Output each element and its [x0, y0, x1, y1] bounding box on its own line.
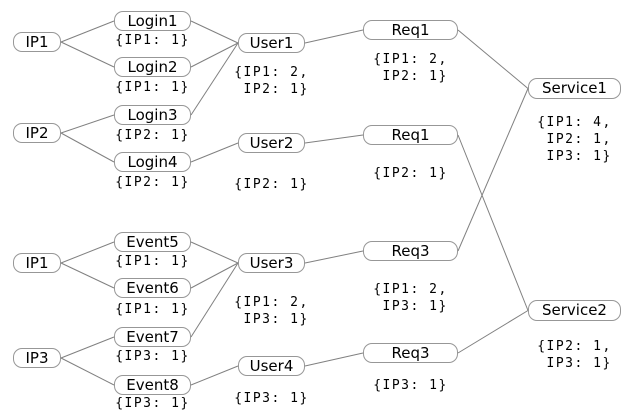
edge-ip1a-login2 — [60, 41, 115, 68]
edge-req1b-service2 — [457, 134, 529, 311]
node-label: Login1 — [127, 11, 178, 30]
node-annotation-req3b: {IP3: 1} — [373, 378, 448, 393]
edge-ip1b-event6 — [60, 262, 115, 289]
node-event5: Event5 — [114, 232, 191, 252]
node-annotation-event8: {IP3: 1} — [115, 396, 190, 411]
node-label: Event6 — [126, 278, 179, 297]
node-annotation-login2: {IP1: 1} — [115, 80, 190, 95]
node-label: Event8 — [126, 375, 179, 394]
edge-user4-req3b — [304, 352, 364, 367]
node-label: Event5 — [126, 232, 179, 251]
node-ip1a: IP1 — [13, 32, 61, 52]
edge-login2-user1 — [190, 42, 239, 68]
node-event6: Event6 — [114, 278, 191, 298]
node-label: Service2 — [542, 301, 607, 319]
node-req3b: Req3 — [363, 343, 458, 363]
node-login4: Login4 — [114, 152, 191, 172]
node-ip3: IP3 — [13, 348, 61, 368]
node-annotation-login4: {IP2: 1} — [115, 175, 190, 190]
node-login2: Login2 — [114, 57, 191, 77]
node-label: Login2 — [127, 57, 178, 76]
edge-req1a-service1 — [457, 29, 529, 89]
edge-login1-user1 — [190, 20, 239, 44]
edge-login3-user1 — [190, 42, 239, 116]
edge-login4-user2 — [190, 142, 239, 163]
node-label: User4 — [249, 356, 294, 375]
node-label: IP2 — [25, 123, 49, 142]
node-user2: User2 — [238, 133, 305, 153]
node-login3: Login3 — [114, 105, 191, 125]
edge-ip2-login4 — [60, 132, 115, 163]
node-label: Login3 — [127, 105, 178, 124]
node-annotation-login3: {IP2: 1} — [115, 128, 190, 143]
node-annotation-event6: {IP1: 1} — [115, 302, 190, 317]
node-label: IP3 — [25, 348, 49, 367]
node-user4: User4 — [238, 356, 305, 376]
node-annotation-event5: {IP1: 1} — [115, 254, 190, 269]
edge-user1-req1a — [304, 29, 364, 44]
node-label: Login4 — [127, 152, 178, 171]
node-annotation-user3: {IP1: 2, IP3: 1} — [234, 295, 309, 327]
node-annotation-service2: {IP2: 1, IP3: 1} — [537, 339, 612, 371]
node-ip2: IP2 — [13, 123, 61, 143]
node-login1: Login1 — [114, 11, 191, 31]
edge-ip3-event7 — [60, 336, 115, 359]
node-label: User1 — [249, 33, 294, 52]
edge-user2-req1b — [304, 134, 364, 144]
node-annotation-user4: {IP3: 1} — [234, 391, 309, 406]
node-label: Req1 — [391, 125, 430, 144]
node-req3a: Req3 — [363, 241, 458, 261]
node-user1: User1 — [238, 33, 305, 53]
node-ip1b: IP1 — [13, 253, 61, 273]
edge-ip2-login3 — [60, 114, 115, 134]
node-annotation-event7: {IP3: 1} — [115, 349, 190, 364]
edge-req3a-service1 — [457, 88, 529, 252]
node-label: User2 — [249, 133, 294, 152]
node-user3: User3 — [238, 253, 305, 273]
node-req1a: Req1 — [363, 20, 458, 40]
node-label: Event7 — [126, 327, 179, 346]
node-annotation-user1: {IP1: 2, IP2: 1} — [234, 65, 309, 97]
node-annotation-user2: {IP2: 1} — [234, 177, 309, 192]
node-event7: Event7 — [114, 327, 191, 347]
node-annotation-req1a: {IP1: 2, IP2: 1} — [373, 52, 448, 84]
edge-event6-user3 — [190, 262, 239, 289]
node-label: Service1 — [542, 79, 607, 97]
node-label: Req3 — [391, 241, 430, 260]
node-event8: Event8 — [114, 375, 191, 395]
node-label: IP1 — [25, 253, 49, 272]
node-annotation-service1: {IP1: 4, IP2: 1, IP3: 1} — [537, 115, 612, 164]
edge-ip1a-login1 — [60, 20, 115, 43]
node-service1: Service1 — [528, 78, 621, 99]
node-service2: Service2 — [528, 300, 621, 321]
edge-ip1b-event5 — [60, 241, 115, 264]
edge-req3b-service2 — [457, 310, 529, 354]
node-annotation-req3a: {IP1: 2, IP3: 1} — [373, 282, 448, 314]
edge-event5-user3 — [190, 241, 239, 264]
node-label: Req1 — [391, 20, 430, 39]
node-annotation-login1: {IP1: 1} — [115, 33, 190, 48]
edge-user3-req3a — [304, 250, 364, 264]
edge-event8-user4 — [190, 365, 239, 386]
node-label: User3 — [249, 253, 294, 272]
node-label: Req3 — [391, 343, 430, 362]
edge-event7-user3 — [190, 262, 239, 338]
edge-ip3-event8 — [60, 357, 115, 386]
node-label: IP1 — [25, 32, 49, 51]
node-req1b: Req1 — [363, 125, 458, 145]
node-annotation-req1b: {IP2: 1} — [373, 166, 448, 181]
